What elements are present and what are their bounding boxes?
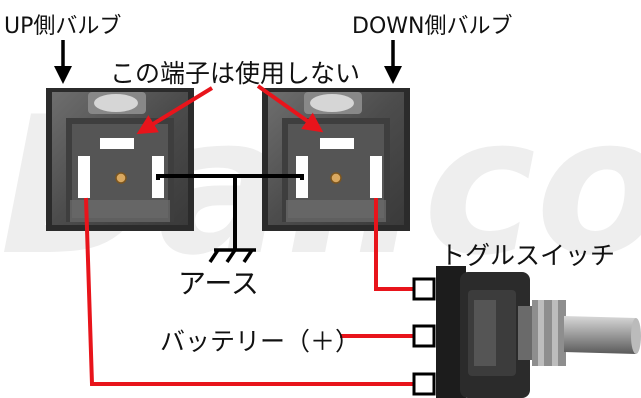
down-unused-terminal	[320, 138, 354, 149]
toggle-terminal-top	[412, 277, 436, 301]
ground-symbol-icon	[208, 248, 256, 263]
up-valve-down-arrow-icon	[54, 40, 72, 84]
toggle-terminal-middle	[412, 324, 436, 348]
up-valve-label: UP側バルブ	[4, 14, 122, 39]
ground-label: アース	[178, 267, 259, 300]
up-solenoid-valve-icon	[46, 88, 194, 231]
unused-terminal-label: この端子は使用しない	[110, 59, 361, 88]
up-left-terminal	[78, 156, 90, 198]
ground-wiring	[156, 174, 304, 250]
down-right-terminal	[370, 156, 382, 198]
down-solenoid-valve-icon	[262, 88, 410, 231]
down-valve-down-arrow-icon	[384, 40, 402, 84]
toggle-switch-label: トグルスイッチ	[440, 241, 616, 270]
up-unused-terminal	[100, 138, 134, 149]
battery-label: バッテリー（＋）	[160, 327, 361, 356]
toggle-switch-icon	[412, 266, 641, 398]
red-wiring	[84, 197, 414, 386]
down-valve-label: DOWN側バルブ	[352, 14, 513, 39]
toggle-terminal-bottom	[412, 372, 436, 396]
unused-terminal-arrows	[136, 84, 324, 135]
